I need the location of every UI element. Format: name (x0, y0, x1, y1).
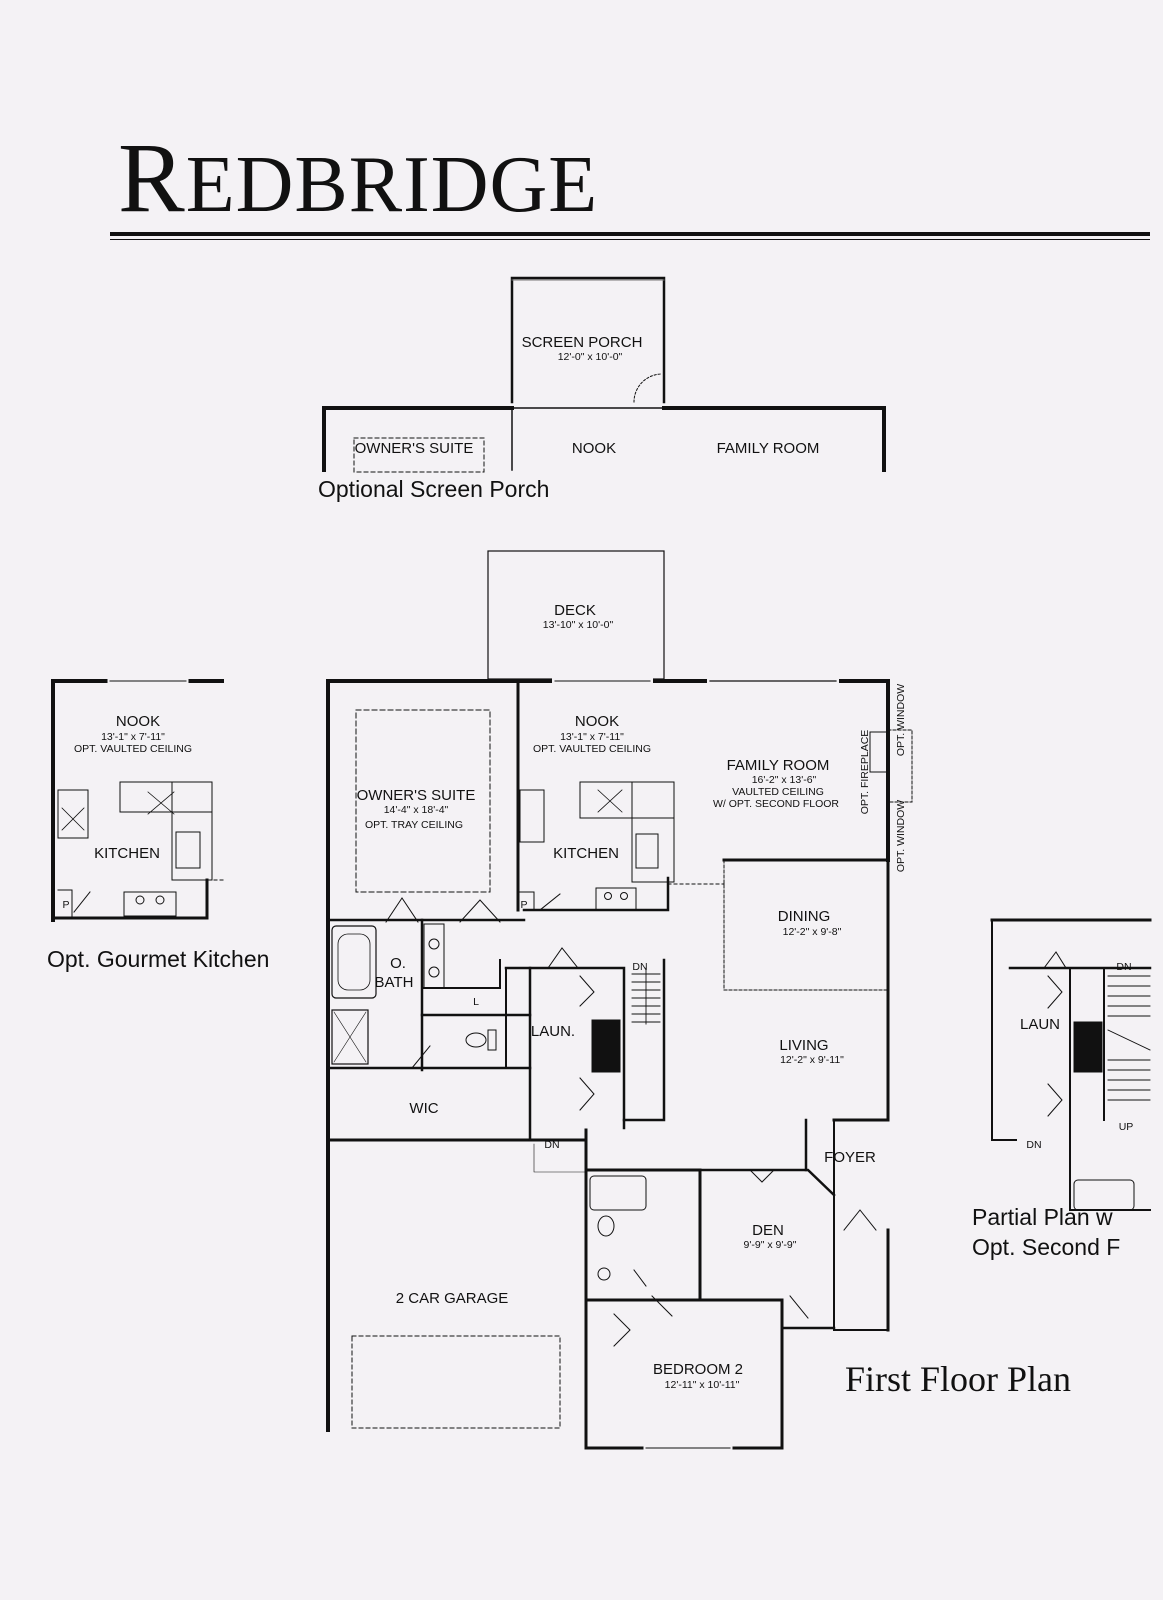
opt-window-bottom-label: OPT. WINDOW (895, 800, 907, 872)
gk-nook-size: 13'-1" x 7'-11" (101, 731, 165, 743)
kitchen-fixtures (519, 781, 725, 911)
title-rule-thin (110, 239, 1150, 240)
family-room-note-vaulted: VAULTED CEILING (732, 786, 824, 798)
partial-laundry-label: LAUN (1020, 1016, 1060, 1033)
gk-nook-note: OPT. VAULTED CEILING (74, 743, 192, 755)
opt-fireplace-label: OPT. FIREPLACE (859, 730, 871, 815)
optional-screen-porch-caption: Optional Screen Porch (318, 476, 550, 502)
family-room-size: 16'-2" x 13'-6" (752, 774, 817, 786)
owners-suite-note: OPT. TRAY CEILING (365, 819, 463, 831)
screen-porch-size: 12'-0" x 10'-0" (558, 351, 623, 363)
door-swings (385, 897, 877, 1347)
garage-door-outline (351, 1335, 561, 1429)
nook-size: 13'-1" x 7'-11" (560, 731, 624, 743)
deck-size: 13'-10" x 10'-0" (543, 619, 614, 631)
family-room-note-second-floor: W/ OPT. SECOND FLOOR (713, 798, 839, 810)
foyer-label: FOYER (824, 1149, 876, 1166)
tray-ceiling-outline (355, 709, 491, 893)
stair-down-label: DN (632, 961, 647, 973)
dining-size: 12'-2" x 9'-8" (783, 926, 842, 938)
first-floor-plan-caption: First Floor Plan (845, 1359, 1072, 1399)
kitchen-label: KITCHEN (553, 845, 619, 862)
bath-fixtures (331, 923, 1135, 1281)
title-rule (110, 232, 1150, 236)
owners-suite-label: OWNER'S SUITE (357, 787, 476, 804)
partial-laundry-down-label: DN (1026, 1139, 1041, 1151)
screen-porch-label: SCREEN PORCH (522, 334, 643, 351)
gk-kitchen-label: KITCHEN (94, 845, 160, 862)
deck-label: DECK (554, 602, 596, 619)
gourmet-kitchen-plan (51, 678, 227, 922)
partial-plan-caption-line2: Opt. Second F (972, 1234, 1121, 1260)
gk-pantry-label: P (62, 899, 69, 911)
bedroom2-size: 12'-11" x 10'-11" (665, 1379, 740, 1391)
laundry-label: LAUN. (531, 1023, 575, 1040)
living-label: LIVING (779, 1037, 828, 1054)
porch-owners-suite-label: OWNER'S SUITE (355, 440, 474, 457)
den-size: 9'-9" x 9'-9" (744, 1239, 797, 1251)
partial-plan-caption-line1: Partial Plan w (972, 1204, 1113, 1230)
wic-label: WIC (409, 1100, 438, 1117)
main-stairs (631, 967, 661, 1025)
linen-label: L (473, 996, 479, 1008)
garage-label: 2 CAR GARAGE (396, 1290, 509, 1307)
opt-window-top-label: OPT. WINDOW (895, 684, 907, 756)
family-room-label: FAMILY ROOM (727, 757, 830, 774)
partial-stair-down-label: DN (1116, 961, 1131, 973)
o-bath-label-line2: BATH (375, 974, 414, 991)
den-label: DEN (752, 1222, 784, 1239)
gk-nook-label: NOOK (116, 713, 160, 730)
o-bath-label-line1: O. (390, 955, 406, 972)
fireplace-outline (869, 731, 889, 773)
nook-label: NOOK (575, 713, 619, 730)
opt-gourmet-kitchen-caption: Opt. Gourmet Kitchen (47, 946, 270, 972)
bedroom2-label: BEDROOM 2 (653, 1361, 743, 1378)
plan-title: REDBRIDGE (118, 122, 599, 233)
pantry-label: P (520, 899, 527, 911)
partial-stair-up-label: UP (1119, 1121, 1134, 1133)
screen-porch-plan (322, 276, 886, 473)
living-size: 12'-2" x 9'-11" (780, 1054, 844, 1066)
porch-nook-label: NOOK (572, 440, 616, 457)
owners-suite-size: 14'-4" x 18'-4" (384, 804, 449, 816)
dining-label: DINING (778, 908, 831, 925)
partial-plan (990, 918, 1152, 1211)
nook-note: OPT. VAULTED CEILING (533, 743, 651, 755)
porch-family-room-label: FAMILY ROOM (717, 440, 820, 457)
garage-step-down-label: DN (544, 1139, 559, 1151)
